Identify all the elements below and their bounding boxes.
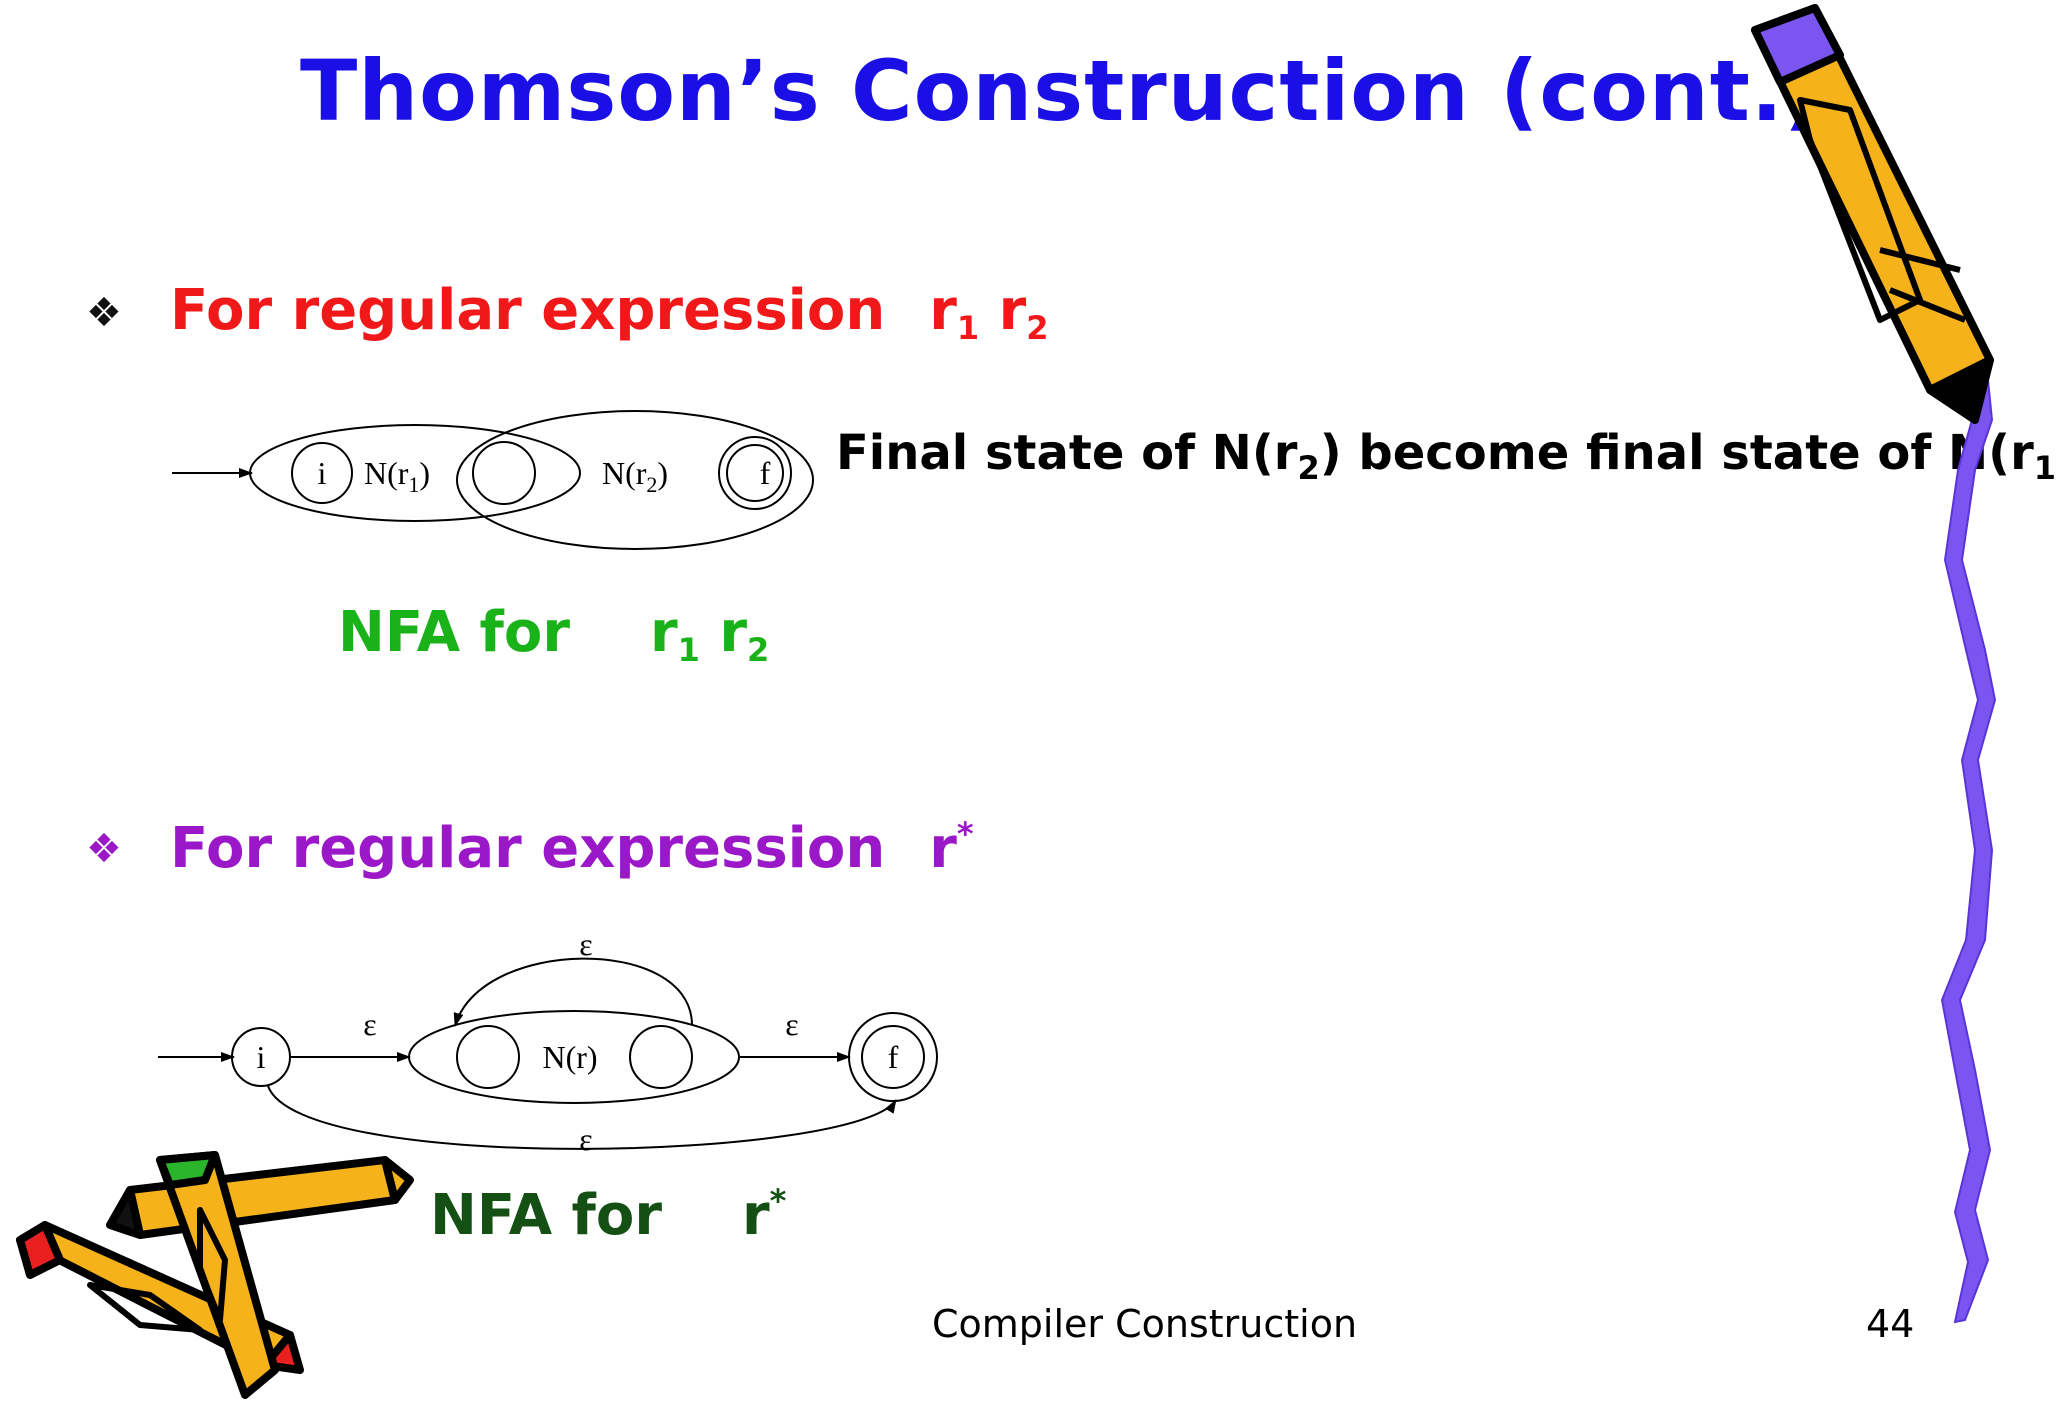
bullet-concat-text: For regular expression (170, 278, 886, 343)
state-f-label: f (888, 1039, 899, 1075)
nfa-box-r1 (249, 424, 581, 522)
final-state-note: Final state of N(r2) become final state … (836, 425, 2056, 487)
epsilon-label-loop: ε (579, 926, 592, 962)
bullet-concat: For regular expression r1 r2 (170, 278, 1048, 347)
bullet-star: For regular expression r* (170, 815, 974, 881)
pencils-bottom-left-icon (16, 1151, 414, 1399)
epsilon-bypass (267, 1085, 897, 1150)
epsilon-label-bypass: ε (579, 1121, 592, 1157)
pencil-top-right-icon (1751, 4, 1994, 424)
bullet-star-text: For regular expression (170, 816, 886, 881)
state-inner-start (456, 1025, 520, 1089)
nfa-star-diagram (158, 957, 938, 1150)
state-f-inner (726, 444, 784, 502)
footer-course: Compiler Construction (932, 1302, 1358, 1346)
state-i-label: i (257, 1039, 266, 1075)
state-middle (472, 441, 536, 505)
bullet-diamond-icon: ❖ (86, 290, 122, 336)
n-r1-label: N(r1) (364, 455, 430, 497)
star-expression: r* (929, 815, 974, 881)
state-i (291, 442, 353, 504)
nfa-concat-diagram (172, 410, 814, 550)
state-f-inner (861, 1025, 925, 1089)
epsilon-label-out: ε (785, 1006, 798, 1042)
slide-title: Thomson’s Construction (cont.) (300, 42, 1824, 140)
page-number: 44 (1866, 1302, 1915, 1346)
state-f-label: f (760, 455, 771, 491)
bullet-diamond-icon: ❖ (86, 826, 122, 872)
state-i-label: i (318, 455, 327, 491)
epsilon-label-in: ε (363, 1006, 376, 1042)
state-f-outer (718, 436, 792, 510)
state-inner-end (629, 1025, 693, 1089)
n-r-label: N(r) (542, 1039, 597, 1075)
n-r2-label: N(r2) (602, 455, 668, 497)
decorative-ribbon-icon (1940, 349, 1997, 1324)
nfa-box-r2 (456, 410, 814, 550)
concat-expression: r1 r2 (929, 278, 1049, 347)
epsilon-loop-back (453, 957, 693, 1027)
